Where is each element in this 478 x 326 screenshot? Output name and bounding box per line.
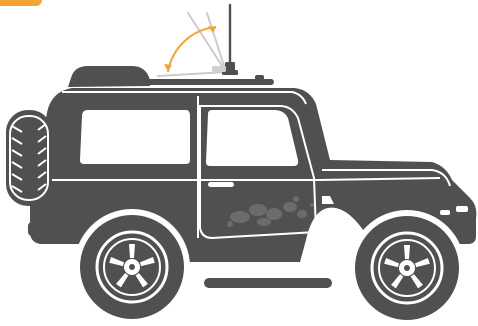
rear-window [80,110,190,164]
rear-wheel-icon [74,209,190,325]
spare-tire-icon [6,110,52,206]
front-wheel-icon [349,210,465,326]
front-window [206,110,298,166]
tilt-arrow-icon [164,26,216,72]
side-step [204,278,332,288]
